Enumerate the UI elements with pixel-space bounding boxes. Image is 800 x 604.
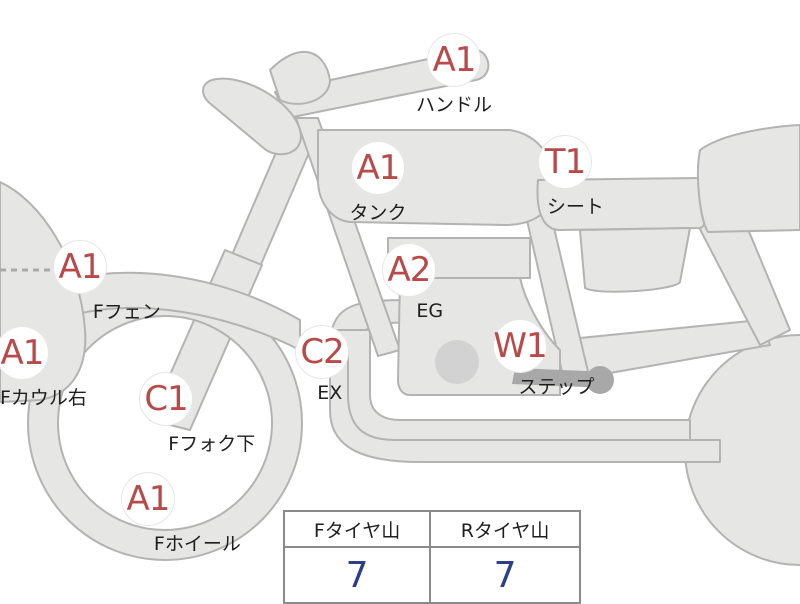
step-peg (512, 368, 610, 388)
marker-fork-lower[interactable]: C1 Fフォク下 (140, 373, 255, 455)
front-tire-value: 7 (282, 546, 432, 604)
step-peg-end (586, 366, 614, 394)
headlight (202, 77, 302, 156)
part-label: ハンドル (415, 94, 493, 116)
marker-exhaust[interactable]: C2 EX (296, 326, 348, 404)
grade-badge: A1 (428, 34, 480, 86)
part-label: EX (317, 382, 343, 404)
part-label: Fフェン (92, 301, 161, 323)
grade-badge: A1 (0, 327, 48, 379)
part-label: ステップ (518, 376, 595, 398)
side-cover (579, 227, 691, 293)
rear-cowl (697, 124, 800, 233)
marker-handle[interactable]: A1 ハンドル (416, 34, 492, 116)
marker-fender[interactable]: A1 Fフェン (54, 241, 161, 323)
grade-badge: A1 (54, 241, 106, 293)
rear-tire-value: 7 (429, 546, 581, 604)
headstock (269, 50, 331, 105)
part-label: EG (416, 300, 444, 322)
marker-wheel[interactable]: A1 Fホイール (122, 473, 241, 555)
engine-cover (435, 340, 479, 384)
marker-tank[interactable]: A1 タンク (349, 142, 407, 224)
part-label: タンク (349, 202, 407, 224)
marker-step[interactable]: W1 ステップ (493, 320, 594, 398)
grade-badge: T1 (539, 136, 591, 188)
marker-engine[interactable]: A2 EG (383, 244, 443, 322)
part-label: シート (546, 196, 604, 218)
part-label: Fホイール (153, 533, 241, 555)
marker-cowl-right[interactable]: A1 Fカウル右 (0, 327, 87, 409)
rear-tire-header: Rタイヤ山 (429, 510, 581, 548)
tire-tread-table: Fタイヤ山 Rタイヤ山 7 7 (282, 510, 581, 604)
part-label: Fカウル右 (0, 387, 87, 409)
grade-badge: W1 (493, 320, 548, 372)
grade-badge: A2 (383, 244, 435, 296)
front-tire-header: Fタイヤ山 (282, 510, 432, 548)
lower-frame (329, 329, 691, 441)
part-label: Fフォク下 (168, 433, 256, 455)
grade-badge: C1 (140, 373, 192, 425)
marker-seat[interactable]: T1 シート (539, 136, 604, 218)
grade-badge: A1 (122, 473, 174, 525)
grade-badge: A1 (352, 142, 404, 194)
grade-badge: C2 (296, 326, 348, 378)
